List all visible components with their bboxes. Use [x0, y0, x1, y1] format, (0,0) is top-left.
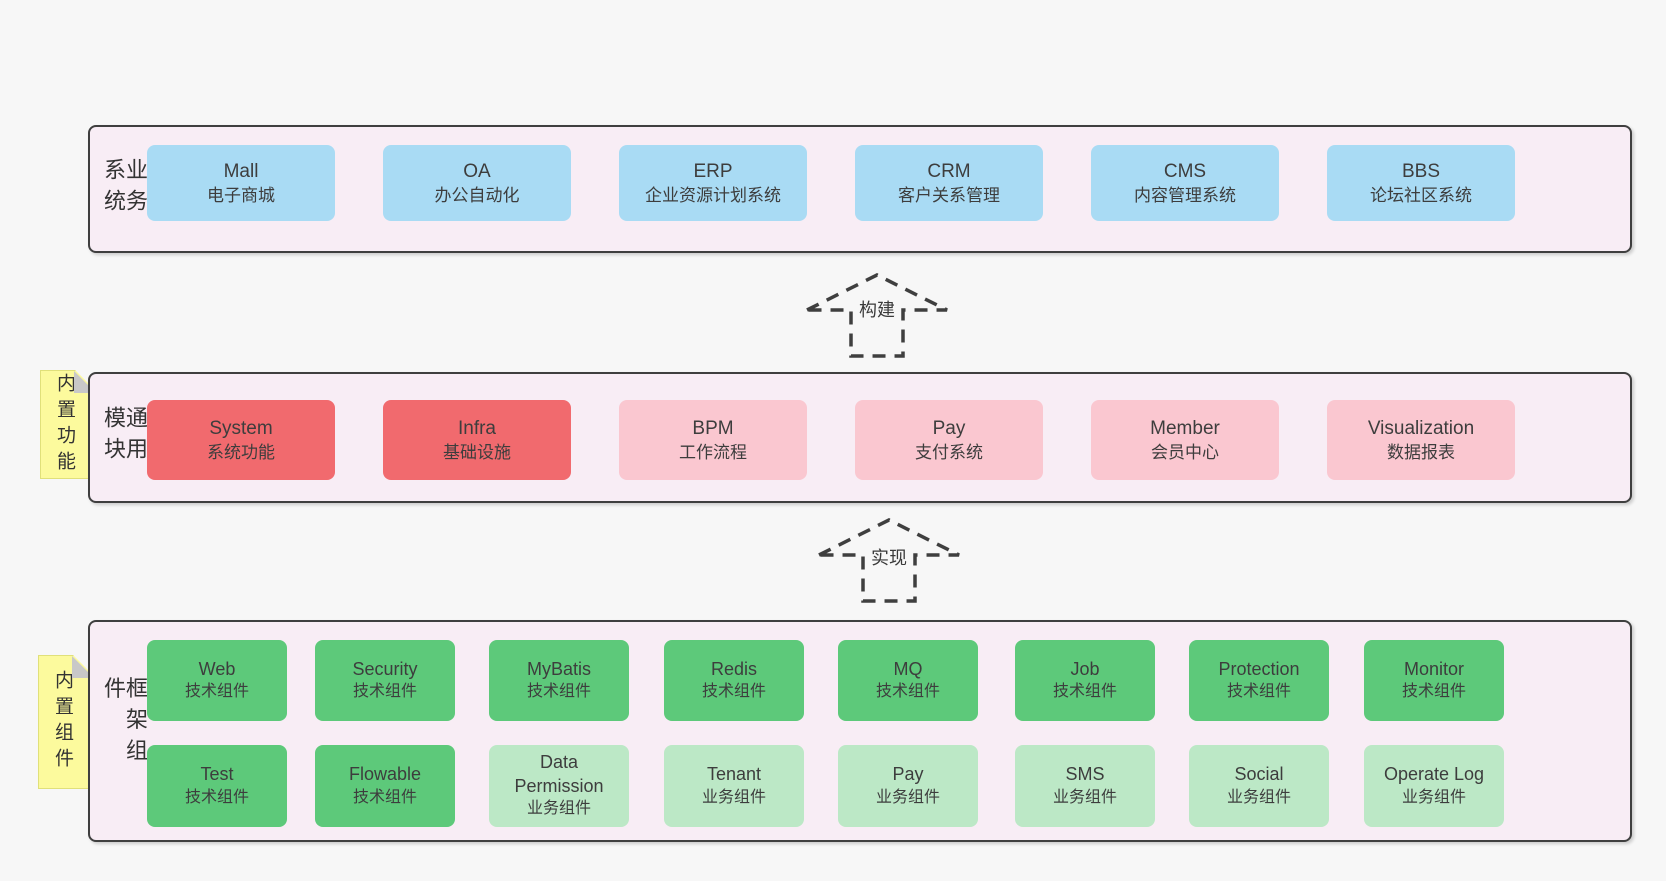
band-business-systems: 业务系统 Mall 电子商城 OA 办公自动化 ERP 企业资源计划系统 CRM…: [88, 125, 1632, 253]
box-data-permission: Data Permission 业务组件: [489, 745, 629, 827]
box-monitor: Monitor 技术组件: [1364, 640, 1504, 721]
sticky-note-label: 内置功能: [54, 372, 75, 477]
box-pay-component: Pay 业务组件: [838, 745, 978, 827]
box-mybatis: MyBatis 技术组件: [489, 640, 629, 721]
box-system: System 系统功能: [147, 400, 335, 480]
box-social: Social 业务组件: [1189, 745, 1329, 827]
arrow-implement-label: 实现: [867, 543, 911, 571]
box-oa: OA 办公自动化: [383, 145, 571, 221]
box-cms: CMS 内容管理系统: [1091, 145, 1279, 221]
box-mall: Mall 电子商城: [147, 145, 335, 221]
box-mq: MQ 技术组件: [838, 640, 978, 721]
sticky-note-builtin-components: 内置组件: [38, 655, 95, 789]
box-test: Test 技术组件: [147, 745, 287, 827]
box-bpm: BPM 工作流程: [619, 400, 807, 480]
arrow-implement-icon: [818, 518, 960, 603]
box-erp: ERP 企业资源计划系统: [619, 145, 807, 221]
band-label: 业务系统: [101, 158, 148, 220]
box-sms: SMS 业务组件: [1015, 745, 1155, 827]
band-common-modules: 通用模块 System 系统功能 Infra 基础设施 BPM 工作流程 Pay…: [88, 372, 1632, 503]
box-security: Security 技术组件: [315, 640, 455, 721]
box-redis: Redis 技术组件: [664, 640, 804, 721]
box-protection: Protection 技术组件: [1189, 640, 1329, 721]
box-job: Job 技术组件: [1015, 640, 1155, 721]
box-tenant: Tenant 业务组件: [664, 745, 804, 827]
band-label: 框架组件: [101, 676, 148, 770]
band-framework-components: 框架组件 Web 技术组件 Security 技术组件 MyBatis 技术组件…: [88, 620, 1632, 842]
band-label: 通用模块: [101, 405, 148, 468]
box-operate-log: Operate Log 业务组件: [1364, 745, 1504, 827]
box-bbs: BBS 论坛社区系统: [1327, 145, 1515, 221]
box-visualization: Visualization 数据报表: [1327, 400, 1515, 480]
box-web: Web 技术组件: [147, 640, 287, 721]
arrow-build-icon: [806, 273, 948, 358]
arrow-build-label: 构建: [855, 295, 899, 323]
box-flowable: Flowable 技术组件: [315, 745, 455, 827]
box-member: Member 会员中心: [1091, 400, 1279, 480]
box-pay: Pay 支付系统: [855, 400, 1043, 480]
sticky-note-label: 内置组件: [52, 670, 73, 774]
box-infra: Infra 基础设施: [383, 400, 571, 480]
box-crm: CRM 客户关系管理: [855, 145, 1043, 221]
